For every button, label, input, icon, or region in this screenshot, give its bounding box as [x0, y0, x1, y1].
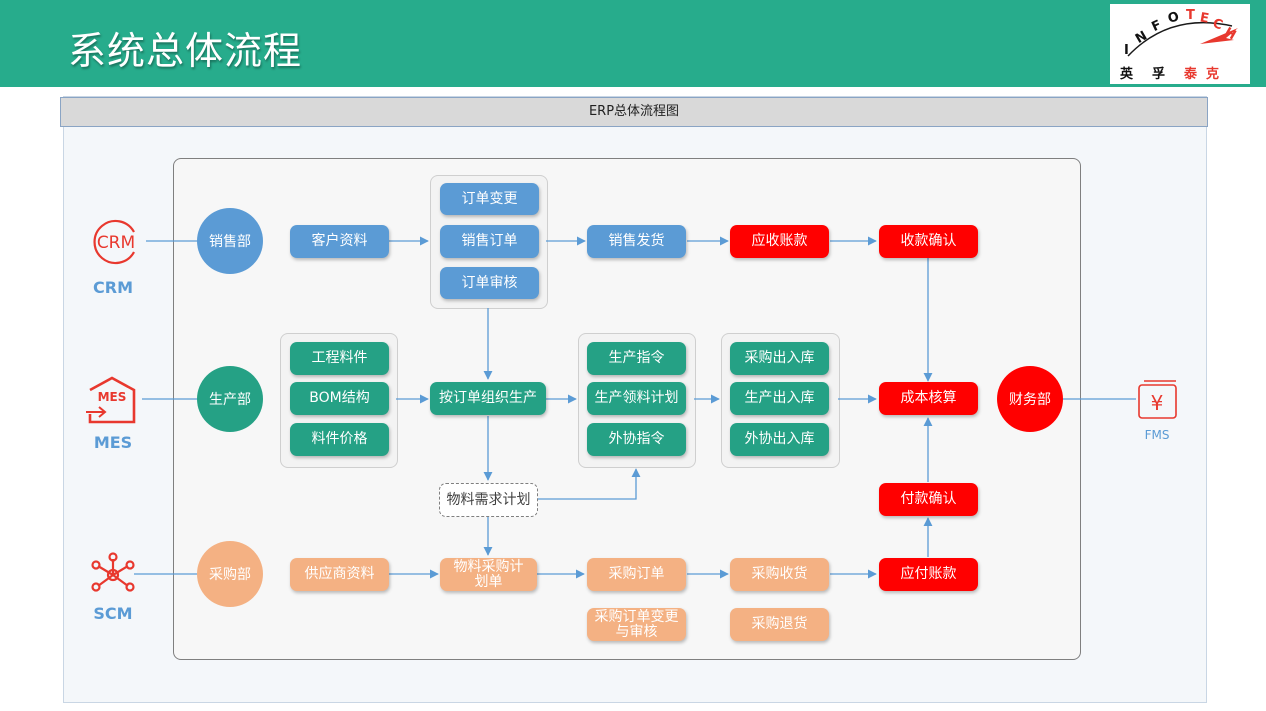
node-purchase-return[interactable]: 采购退货 [730, 608, 829, 641]
dept-purchase[interactable]: 采购部 [197, 541, 263, 607]
page-title: 系统总体流程 [68, 29, 303, 73]
company-logo: I N F O T E C H 英 孚 泰 克 [1110, 4, 1250, 84]
node-po-change-review[interactable]: 采购订单变更与审核 [587, 608, 686, 641]
logo-char: 克 [1206, 66, 1219, 82]
node-cost-accounting[interactable]: 成本核算 [879, 382, 978, 415]
node-outsource-io[interactable]: 外协出入库 [730, 423, 829, 456]
node-material-purchase-plan[interactable]: 物料采购计划单 [440, 558, 537, 591]
node-customer-info[interactable]: 客户资料 [290, 225, 389, 258]
node-purchase-receipt[interactable]: 采购收货 [730, 558, 829, 591]
crm-icon-text: CRM [97, 233, 135, 253]
fms-icon: ¥ [1136, 378, 1180, 422]
node-order-review[interactable]: 订单审核 [440, 267, 539, 299]
scm-label: SCM [93, 604, 133, 623]
fms-icon-text: ¥ [1151, 391, 1164, 415]
node-order-production[interactable]: 按订单组织生产 [430, 382, 546, 415]
fms-label: FMS [1144, 428, 1170, 442]
node-receivable[interactable]: 应收账款 [730, 225, 829, 258]
node-sales-order[interactable]: 销售订单 [440, 225, 539, 258]
dept-sales[interactable]: 销售部 [197, 208, 263, 274]
node-sales-delivery[interactable]: 销售发货 [587, 225, 686, 258]
crm-icon: CRM [86, 219, 146, 265]
logo-char: 泰 [1183, 66, 1198, 82]
node-prod-pick-plan[interactable]: 生产领料计划 [587, 382, 686, 415]
logo-letter: E [1199, 10, 1210, 26]
node-prod-io[interactable]: 生产出入库 [730, 382, 829, 415]
diagram-title: ERP总体流程图 [60, 97, 1208, 127]
node-prod-order[interactable]: 生产指令 [587, 342, 686, 375]
header-bar [0, 0, 1266, 87]
node-eng-material[interactable]: 工程料件 [290, 342, 389, 375]
node-payable[interactable]: 应付账款 [879, 558, 978, 591]
node-supplier-info[interactable]: 供应商资料 [290, 558, 389, 591]
dept-finance[interactable]: 财务部 [997, 366, 1063, 432]
logo-letter: T [1186, 8, 1195, 23]
logo-letter: I [1124, 43, 1129, 58]
mes-icon: MES [84, 374, 140, 426]
logo-letter: O [1166, 9, 1181, 26]
dept-production[interactable]: 生产部 [197, 366, 263, 432]
node-mrp[interactable]: 物料需求计划 [439, 483, 538, 517]
node-outsource-order[interactable]: 外协指令 [587, 423, 686, 456]
node-order-change[interactable]: 订单变更 [440, 183, 539, 215]
node-purchase-order[interactable]: 采购订单 [587, 558, 686, 591]
scm-icon [90, 552, 136, 598]
node-purchase-io[interactable]: 采购出入库 [730, 342, 829, 375]
logo-char: 孚 [1152, 66, 1165, 82]
crm-label: CRM [93, 278, 133, 297]
node-payment-confirm[interactable]: 付款确认 [879, 483, 978, 516]
node-bom[interactable]: BOM结构 [290, 382, 389, 415]
node-receipt-confirm[interactable]: 收款确认 [879, 225, 978, 258]
node-material-price[interactable]: 料件价格 [290, 423, 389, 456]
mes-icon-text: MES [98, 390, 127, 404]
logo-char: 英 [1119, 66, 1134, 82]
mes-label: MES [93, 433, 133, 452]
